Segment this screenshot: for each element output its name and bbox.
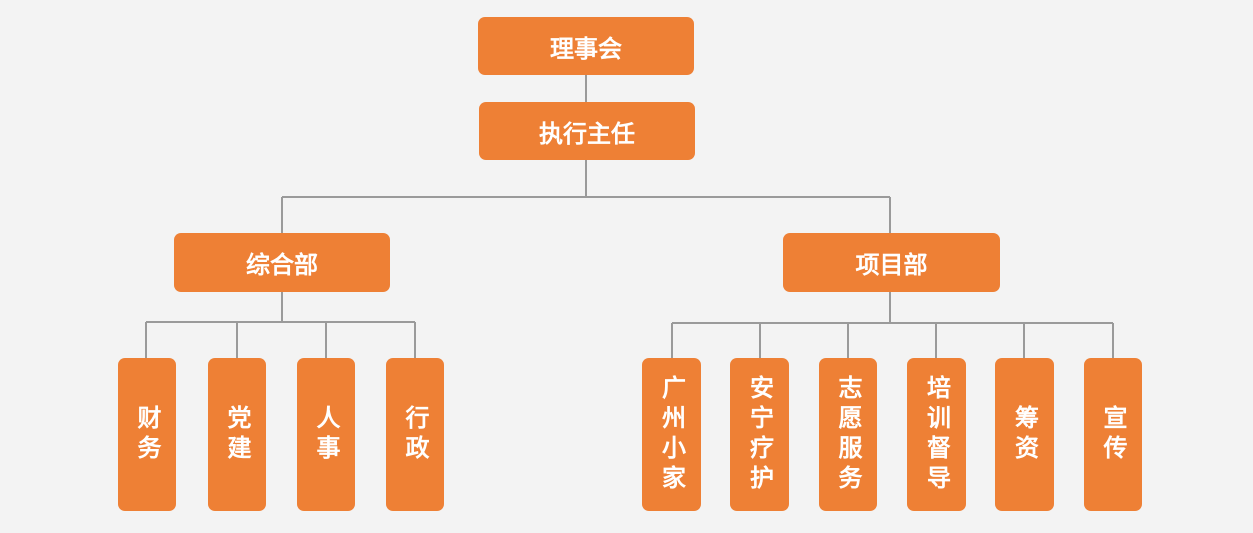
node-unit-hr: 人事: [297, 358, 355, 511]
node-root: 理事会: [478, 17, 694, 75]
node-unit-publicity: 宣传: [1084, 358, 1142, 511]
node-unit-label: 筹资: [1010, 404, 1039, 465]
node-unit-admin: 行政: [386, 358, 444, 511]
node-director: 执行主任: [479, 102, 695, 160]
node-unit-guangzhou-home: 广州小家: [642, 358, 701, 511]
node-unit-label: 行政: [401, 404, 429, 465]
node-unit-fundraising: 筹资: [995, 358, 1054, 511]
node-unit-label: 党建: [223, 404, 251, 465]
node-root-label: 理事会: [550, 34, 622, 63]
node-dept-project-label: 项目部: [855, 251, 928, 279]
node-unit-label: 人事: [312, 404, 340, 465]
node-unit-hospice: 安宁疗护: [730, 358, 789, 511]
node-unit-label: 财务: [133, 404, 161, 465]
node-unit-label: 广州小家: [657, 374, 686, 495]
node-unit-volunteer: 志愿服务: [819, 358, 877, 511]
node-dept-general: 综合部: [174, 233, 390, 292]
node-unit-label: 志愿服务: [834, 374, 862, 495]
node-dept-project: 项目部: [783, 233, 1000, 292]
node-unit-finance: 财务: [118, 358, 176, 511]
node-unit-label: 培训督导: [922, 374, 951, 495]
node-unit-party: 党建: [208, 358, 266, 511]
node-unit-label: 安宁疗护: [745, 374, 774, 495]
node-director-label: 执行主任: [539, 119, 635, 148]
node-unit-training: 培训督导: [907, 358, 966, 511]
node-dept-general-label: 综合部: [246, 251, 318, 279]
node-unit-label: 宣传: [1099, 404, 1127, 465]
